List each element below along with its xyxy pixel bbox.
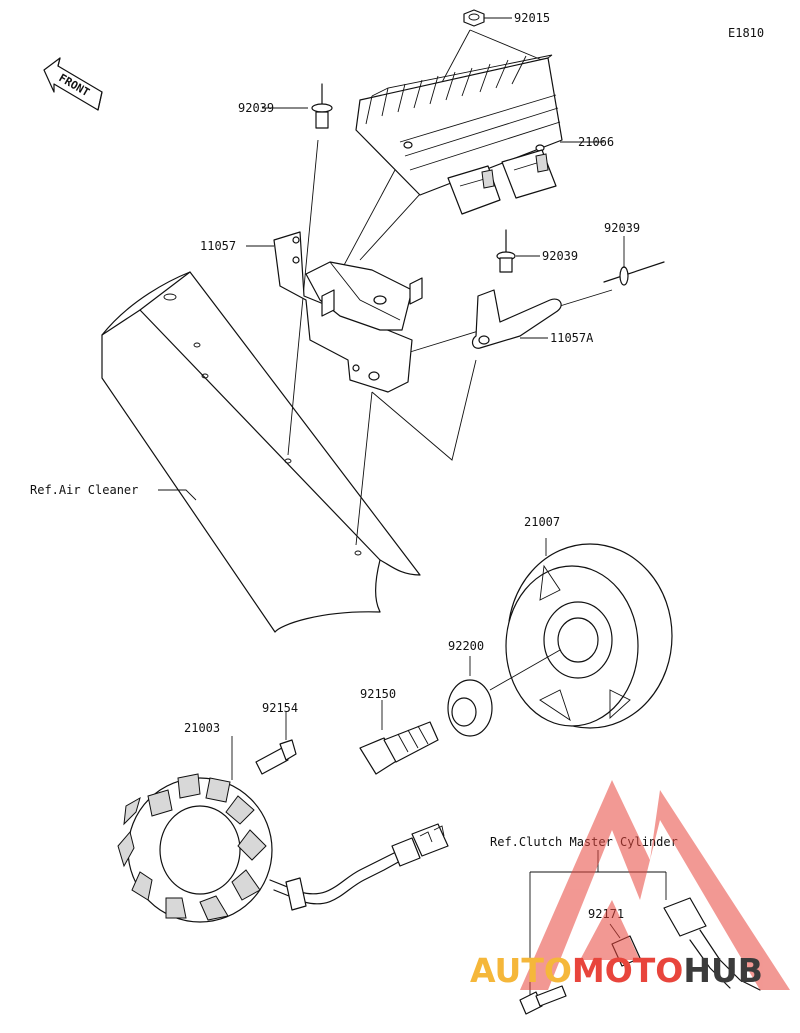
regulator-21066: 21066 bbox=[355, 54, 614, 215]
rivet-92039-mid: 92039 bbox=[496, 229, 578, 273]
rivet-92039-left: 92039 bbox=[238, 83, 333, 129]
label-92150: 92150 bbox=[360, 687, 396, 701]
nut-92015: 92015 bbox=[463, 9, 550, 27]
label-92015: 92015 bbox=[514, 11, 550, 25]
watermark-logo bbox=[520, 780, 790, 990]
label-92200: 92200 bbox=[448, 639, 484, 653]
rivet-92039-right: 92039 bbox=[603, 221, 665, 286]
svg-text:AUTOMOTOHUB: AUTOMOTOHUB bbox=[470, 951, 763, 990]
bracket-11057: 11057 bbox=[200, 231, 423, 393]
front-arrow-icon: FRONT bbox=[43, 57, 103, 111]
label-11057: 11057 bbox=[200, 239, 236, 253]
bolt-92150: 92150 bbox=[359, 687, 439, 775]
label-92039-right: 92039 bbox=[604, 221, 640, 235]
label-92154: 92154 bbox=[262, 701, 298, 715]
label-92039-left: 92039 bbox=[238, 101, 274, 115]
screw-92154: 92154 bbox=[255, 701, 298, 775]
label-21066: 21066 bbox=[578, 135, 614, 149]
ref-air-cleaner: Ref.Air Cleaner bbox=[30, 483, 197, 501]
label-21003: 21003 bbox=[184, 721, 220, 735]
diagram-id: E1810 bbox=[728, 26, 764, 40]
label-ref-air-cleaner: Ref.Air Cleaner bbox=[30, 483, 138, 497]
watermark-part-moto: MOTO bbox=[572, 951, 683, 990]
watermark-part-auto: AUTO bbox=[470, 951, 572, 990]
watermark-part-hub: HUB bbox=[683, 951, 763, 990]
stator-21003: 21003 bbox=[117, 721, 449, 923]
air-cleaner-cover bbox=[101, 271, 421, 633]
label-11057A: 11057A bbox=[550, 331, 594, 345]
watermark-red-triangle bbox=[520, 780, 790, 990]
washer-92200: 92200 bbox=[447, 639, 561, 737]
label-92039-mid: 92039 bbox=[542, 249, 578, 263]
rotor-21007: 21007 bbox=[505, 515, 673, 729]
watermark-text: AUTOMOTOHUB bbox=[470, 951, 763, 990]
label-21007: 21007 bbox=[524, 515, 560, 529]
bracket-11057A: 11057A bbox=[471, 289, 594, 349]
